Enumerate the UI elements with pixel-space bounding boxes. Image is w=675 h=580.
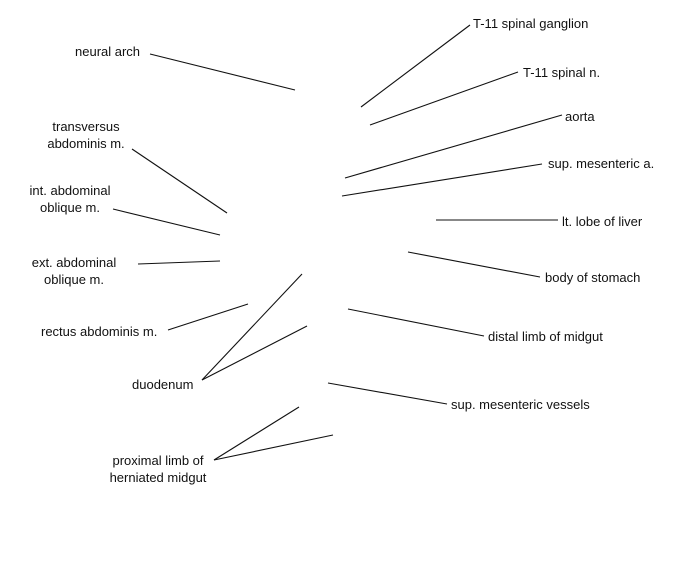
leader-int-abdominal-oblique-m [112, 208, 221, 236]
label-neural-arch: neural arch [75, 44, 141, 59]
leader-sup-mesenteric-vessels [327, 382, 448, 405]
label-ext-abdominal-oblique-m: ext. abdominal oblique m. [31, 255, 117, 287]
leader-sup-mesenteric-a [341, 163, 543, 197]
leader-t11-spinal-ganglion [360, 24, 471, 108]
leader-body-of-stomach [407, 251, 541, 278]
label-duodenum: duodenum [132, 377, 194, 392]
label-transversus-abdominis-m: transversus abdominis m. [47, 119, 125, 151]
leader-proximal-limb-upper [213, 406, 300, 461]
leader-duodenum-upper [201, 273, 303, 381]
leader-t11-spinal-n [369, 71, 519, 126]
leader-aorta [344, 114, 563, 179]
label-body-of-stomach: body of stomach [545, 270, 641, 285]
label-sup-mesenteric-a: sup. mesenteric a. [548, 156, 655, 171]
leader-distal-limb-of-midgut [347, 308, 485, 337]
label-lt-lobe-of-liver: lt. lobe of liver [562, 214, 643, 229]
leader-rectus-abdominis-m [167, 303, 249, 331]
label-rectus-abdominis-m: rectus abdominis m. [41, 324, 158, 339]
label-t11-spinal-ganglion: T-11 spinal ganglion [473, 16, 589, 31]
label-aorta: aorta [565, 109, 595, 124]
label-sup-mesenteric-vessels: sup. mesenteric vessels [451, 397, 590, 412]
leader-proximal-limb-lower [213, 434, 334, 461]
leader-neural-arch [149, 53, 296, 91]
label-distal-limb-of-midgut: distal limb of midgut [488, 329, 603, 344]
leader-duodenum-lower [201, 325, 308, 381]
label-int-abdominal-oblique-m: int. abdominal oblique m. [29, 183, 111, 215]
leader-ext-abdominal-oblique-m [137, 260, 221, 265]
label-t11-spinal-n: T-11 spinal n. [523, 65, 601, 80]
label-proximal-limb-of-herniated-midgut: proximal limb of herniated midgut [109, 453, 207, 485]
leader-transversus-abdominis-m [131, 148, 228, 214]
